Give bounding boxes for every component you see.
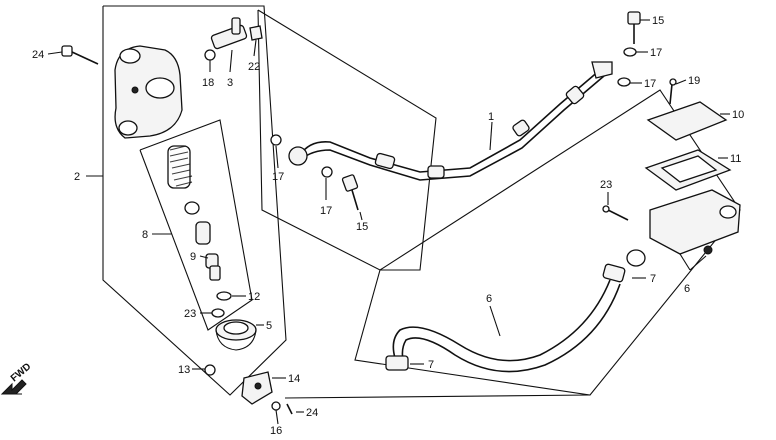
callout-17-b: 17 (320, 205, 332, 217)
callout-3: 3 (227, 77, 233, 89)
bolt-24 (61, 45, 99, 65)
callout-19: 19 (688, 75, 700, 87)
reservoir-hose-6 (385, 263, 626, 373)
brake-hose-group-outline (257, 9, 437, 271)
callout-24: 24 (32, 49, 44, 61)
callout-17-c: 17 (650, 47, 662, 59)
master-cylinder-body (114, 45, 183, 139)
piston-parts (167, 145, 257, 351)
brake-hose (288, 61, 613, 181)
guide-line (284, 394, 591, 399)
callout-17-d: 17 (644, 78, 656, 90)
callout-15-b: 15 (652, 15, 664, 27)
callout-22: 24 (306, 407, 318, 419)
callout-20: 22 (248, 61, 260, 73)
piston-parts-group-outline (139, 119, 253, 331)
reservoir-group-outline (354, 89, 741, 396)
callout-16: 16 (270, 425, 282, 437)
washers-17 (270, 47, 637, 178)
callout-7-a: 7 (650, 273, 656, 285)
leader-lines (47, 19, 730, 425)
callout-21: 23 (184, 308, 196, 320)
callout-1: 1 (488, 111, 494, 123)
callout-4: 5 (266, 320, 272, 332)
group-outlines (102, 5, 741, 399)
bolts-15 (341, 11, 641, 211)
bracket-assembly (204, 364, 293, 415)
reservoir (602, 78, 741, 267)
callout-2: 2 (74, 171, 80, 183)
callout-18: 18 (202, 77, 214, 89)
master-cylinder-group-outline (102, 5, 287, 396)
callout-11: 11 (730, 153, 741, 165)
fwd-direction-marker: FWD (0, 361, 33, 395)
reservoir-joint-parts (204, 17, 263, 61)
callout-14: 14 (288, 373, 300, 385)
callout-10: 10 (732, 109, 744, 121)
callout-17-a: 17 (272, 171, 284, 183)
callout-13: 13 (178, 364, 190, 376)
callout-5: 6 (684, 283, 690, 295)
callout-7-b: 7 (428, 359, 434, 371)
callout-23: 23 (600, 179, 612, 191)
callout-12: 12 (248, 291, 260, 303)
callout-15-a: 15 (356, 221, 368, 233)
callout-6: 6 (486, 293, 492, 305)
callout-8: 8 (142, 229, 148, 241)
callout-labels: 24 2 3 18 22 8 9 12 23 5 13 14 16 24 17 … (32, 15, 744, 437)
callout-9: 9 (190, 251, 196, 263)
